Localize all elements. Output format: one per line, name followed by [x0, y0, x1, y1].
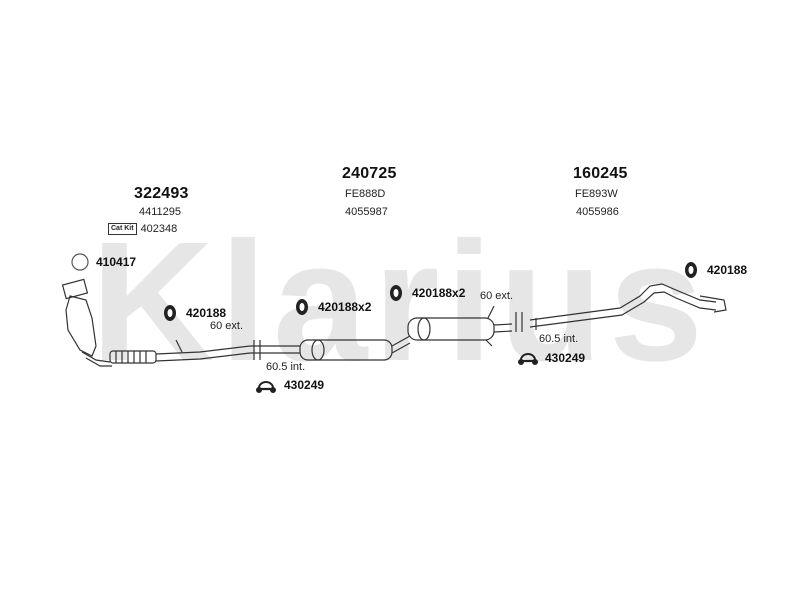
note-60-ext-mid: 60 ext.: [480, 290, 514, 302]
note-60-5-int-right: 60.5 int.: [539, 333, 579, 345]
part-number-160245: 160245: [573, 165, 628, 182]
note-60-ext-left: 60 ext.: [210, 320, 244, 332]
callout-hanger-420188-left: 420188: [186, 306, 227, 320]
hanger-rubber-icon-mid2: [390, 285, 402, 301]
note-60-5-int-left: 60.5 int.: [266, 361, 306, 373]
mid-box: [407, 317, 495, 341]
centre-silencer: [299, 339, 393, 361]
part-number-240725: 240725: [342, 165, 397, 182]
code-fe893w: FE893W: [575, 188, 618, 200]
hanger-rubber-icon-left: [164, 305, 176, 321]
callout-gasket-410417: 410417: [96, 255, 137, 269]
hanger-rubber-icon-right: [685, 262, 697, 278]
hanger-rubber-icon-mid: [296, 299, 308, 315]
part-number-322493: 322493: [134, 185, 189, 202]
clamp-icon-left: [256, 381, 276, 393]
front-pipe-bracket: [175, 339, 183, 353]
ref-4055987: 4055987: [345, 206, 388, 218]
cat-kit-ref: 402348: [140, 223, 178, 235]
centre-mid-pipe: [391, 335, 411, 354]
rear-pipe: [529, 283, 717, 328]
code-fe888d: FE888D: [345, 188, 386, 200]
watermark-text: Klarius: [91, 207, 709, 397]
clamp-icon-right: [518, 353, 538, 365]
flexi-pipe: [109, 350, 157, 364]
catalytic-converter: [61, 278, 112, 367]
ref-4055986: 4055986: [576, 206, 619, 218]
callout-hanger-420188x2-mid: 420188x2: [318, 300, 372, 314]
callout-clamp-430249-right: 430249: [545, 351, 586, 365]
callout-hanger-420188x2-mid2: 420188x2: [412, 286, 466, 300]
centre-inlet-pipe: [262, 345, 300, 354]
ref-4411295: 4411295: [139, 206, 182, 218]
front-pipe: [155, 345, 262, 362]
callout-hanger-420188-right: 420188: [707, 263, 748, 277]
tailpipe-tip: [699, 295, 727, 313]
gasket-icon: [71, 253, 89, 271]
joint-left: [253, 340, 261, 360]
callout-clamp-430249-left: 430249: [284, 378, 325, 392]
joint-mid: [515, 312, 523, 332]
cat-kit-badge: Cat Kit: [108, 223, 137, 236]
